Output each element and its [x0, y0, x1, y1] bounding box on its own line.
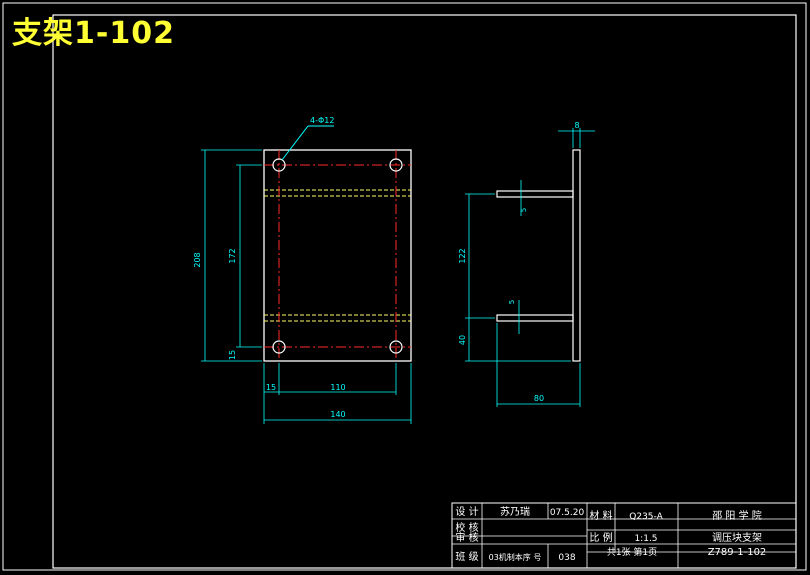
- value-date: 07.5.20: [550, 508, 585, 518]
- top-flange: [496, 190, 574, 198]
- dim-flange-thickness-bottom: 5: [508, 300, 516, 304]
- label-class: 班 级: [455, 551, 478, 563]
- value-class: 03机制本序 号: [489, 552, 542, 562]
- dim-hole-spacing-h: 110: [330, 383, 345, 392]
- side-plate: [572, 149, 581, 362]
- label-review: 审 核: [455, 531, 478, 544]
- label-check: 校 核: [455, 521, 478, 534]
- dim-flange-length: 80: [534, 394, 544, 403]
- label-scale: 比 例: [589, 531, 612, 544]
- mounting-hole: [389, 158, 403, 172]
- side-view: 8 5 5 122 40 80: [458, 121, 595, 407]
- school-name: 邵 阳 学 院: [712, 509, 762, 522]
- inner-border: [52, 14, 797, 569]
- bottom-flange: [496, 314, 574, 322]
- value-designer: 苏乃瑞: [500, 505, 530, 518]
- dim-plate-thickness: 8: [574, 121, 579, 130]
- hole-callout: 4-Φ12: [310, 116, 334, 125]
- dim-overall-width: 140: [330, 410, 345, 419]
- label-material: 材 料: [589, 509, 612, 522]
- dim-edge-bottom: 15: [228, 350, 237, 360]
- value-scale: 1:1.5: [634, 534, 657, 544]
- callout-leader: [281, 125, 309, 161]
- dim-bottom-offset: 40: [458, 335, 467, 345]
- front-view: 4-Φ12 208 172 15 15 110 140: [193, 116, 412, 424]
- front-plate-outline: [263, 149, 412, 362]
- mounting-hole: [272, 340, 286, 354]
- dim-flange-thickness-top: 5: [520, 208, 528, 212]
- value-serial: 038: [558, 553, 575, 563]
- drawing-title: 支架1-102: [12, 16, 175, 51]
- label-design: 设 计: [455, 505, 478, 518]
- mounting-hole: [389, 340, 403, 354]
- value-material: Q235-A: [629, 512, 663, 522]
- dim-hole-spacing-v: 172: [228, 248, 237, 263]
- dim-overall-height: 208: [193, 252, 202, 267]
- dim-flange-spacing: 122: [458, 248, 467, 263]
- mounting-hole: [272, 158, 286, 172]
- title-block-frame: [451, 502, 797, 569]
- dim-edge-left: 15: [266, 383, 276, 392]
- part-name: 调压块支架: [712, 532, 762, 544]
- sheet-count: 共1张 第1页: [607, 546, 657, 558]
- drawing-number: Z789-1-102: [708, 547, 767, 558]
- title-block: 设 计 苏乃瑞 07.5.20 材 料 Q235-A 邵 阳 学 院 校 核 审…: [451, 502, 797, 569]
